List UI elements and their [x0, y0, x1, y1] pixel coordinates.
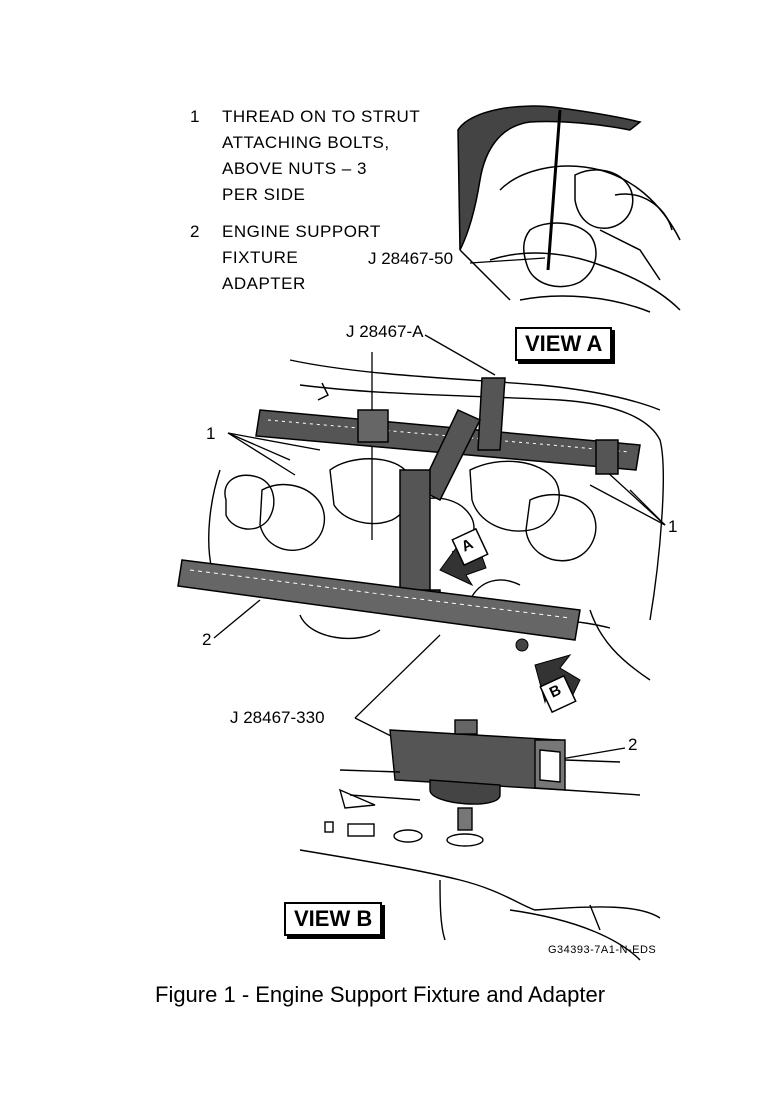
engine-compartment-illustration — [208, 359, 664, 681]
drawing-code: G34393-7A1-N-EDS — [548, 944, 657, 956]
callout-tool-a: J 28467-A — [346, 322, 424, 341]
legend-text: ATTACHING BOLTS, — [222, 133, 390, 152]
figure-caption: Figure 1 - Engine Support Fixture and Ad… — [155, 982, 606, 1007]
legend-text: PER SIDE — [222, 185, 306, 204]
arrow-a — [439, 527, 489, 587]
legend-text: FIXTURE — [222, 248, 299, 267]
legend-text: ADAPTER — [222, 274, 306, 293]
callout-lines — [213, 257, 666, 761]
arrow-b — [534, 654, 581, 714]
legend-number: 2 — [190, 222, 200, 241]
legend-text: THREAD ON TO STRUT — [222, 107, 421, 126]
lower-support-beam — [177, 559, 581, 652]
view-b-illustration — [299, 719, 661, 961]
callout-number-2-right: 2 — [628, 735, 638, 754]
view-a-illustration — [457, 105, 681, 313]
callout-tool-50: J 28467-50 — [368, 249, 454, 268]
callout-number-1-left: 1 — [206, 424, 216, 443]
callout-number-1-right: 1 — [668, 517, 678, 536]
legend-number: 1 — [190, 107, 200, 126]
callout-number-2-left: 2 — [202, 630, 212, 649]
legend-text: ABOVE NUTS – 3 — [222, 159, 367, 178]
view-b-label: VIEW B — [284, 902, 383, 936]
view-a-label: VIEW A — [515, 327, 613, 361]
callout-tool-330: J 28467-330 — [230, 708, 325, 727]
legend-text: ENGINE SUPPORT — [222, 222, 381, 241]
